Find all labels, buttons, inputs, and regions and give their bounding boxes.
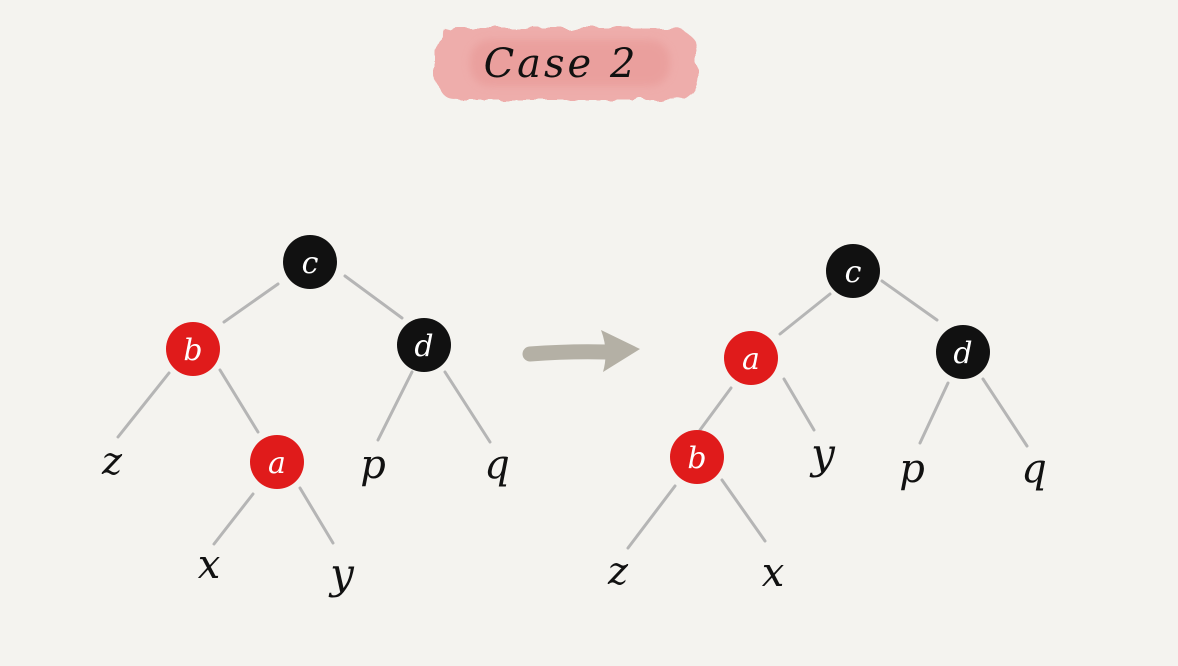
edge-d-p [918, 381, 950, 445]
edge-b-z [116, 371, 171, 439]
node-label: d [414, 329, 433, 364]
node-label: d [953, 336, 972, 371]
node-c-before: c [283, 235, 337, 289]
edge-d-p [376, 370, 414, 442]
title-highlight-core [470, 40, 670, 86]
transform-arrow [522, 330, 640, 372]
edge-c-a [778, 292, 832, 336]
node-circle [724, 331, 778, 385]
edge-b-z [626, 484, 677, 550]
edge-c-d [343, 274, 404, 320]
node-b-after: b [670, 430, 724, 484]
tree-before: c b d a z p q x y [101, 235, 510, 598]
leaf-p-after: p [899, 446, 925, 492]
edge-a-y [298, 486, 335, 545]
node-b-before: b [166, 322, 220, 376]
node-circle [670, 430, 724, 484]
leaf-y-after: y [809, 429, 836, 478]
leaf-q-before: q [484, 442, 510, 488]
node-circle [936, 325, 990, 379]
leaf-x-after: x [762, 550, 785, 596]
edge-b-a [218, 368, 260, 434]
edge-b-x [720, 478, 767, 543]
node-d-before: d [397, 318, 451, 372]
title: Case 2 [484, 41, 639, 87]
edge-c-d [880, 279, 939, 322]
node-d-after: d [936, 325, 990, 379]
node-label: b [687, 441, 706, 476]
edges-after [626, 279, 1029, 550]
node-a-after: a [724, 331, 778, 385]
leaf-q-after: q [1021, 446, 1047, 492]
leaf-z-after: z [607, 549, 629, 593]
edge-a-x [212, 492, 255, 546]
node-circle [283, 235, 337, 289]
node-circle [166, 322, 220, 376]
edge-d-q [443, 370, 492, 444]
node-circle [250, 435, 304, 489]
edges-before [116, 274, 492, 546]
leaf-z-before: z [101, 439, 123, 483]
node-label: c [302, 246, 319, 281]
title-banner: Case 2 [435, 28, 697, 100]
node-label: a [268, 446, 286, 481]
leaf-x-before: x [198, 542, 221, 588]
edge-d-q [981, 377, 1029, 448]
arrow-head [601, 330, 640, 372]
leaf-y-before: y [328, 549, 355, 598]
arrow-shaft [522, 344, 614, 362]
node-circle [397, 318, 451, 372]
leaf-p-before: p [360, 442, 386, 488]
node-c-after: c [826, 244, 880, 298]
node-label: c [845, 255, 862, 290]
node-a-before: a [250, 435, 304, 489]
edge-c-b [222, 282, 280, 324]
edge-a-b [698, 386, 733, 432]
node-label: a [742, 342, 760, 377]
tree-after: c a d b y p q z x [607, 244, 1047, 596]
edge-a-y [782, 377, 816, 432]
node-circle [826, 244, 880, 298]
node-label: b [183, 333, 202, 368]
